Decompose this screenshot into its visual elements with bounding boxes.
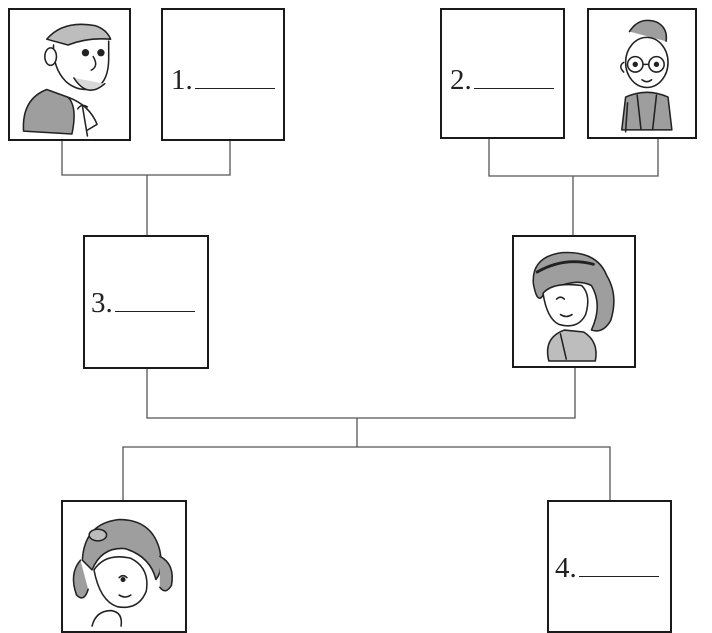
girl-with-pigtails-icon <box>63 502 185 631</box>
answer-blank-3[interactable] <box>115 285 195 312</box>
girl-with-headband-icon <box>514 237 634 366</box>
slot-3-number: 3. <box>91 287 113 319</box>
connector-pair-right <box>489 139 658 176</box>
blank-box-1: 1. <box>161 8 285 141</box>
child-picture-box <box>61 500 187 633</box>
connector-parents <box>147 368 575 418</box>
slot-1-number: 1. <box>171 64 193 96</box>
blank-box-2: 2. <box>440 8 565 139</box>
slot-2[interactable]: 2. <box>450 62 554 97</box>
old-woman-icon <box>589 10 695 137</box>
answer-blank-2[interactable] <box>474 62 554 89</box>
connector-pair-left <box>62 141 230 175</box>
blank-box-4: 4. <box>547 500 672 633</box>
grandmother-picture-box <box>587 8 697 139</box>
slot-1[interactable]: 1. <box>171 62 275 97</box>
answer-blank-1[interactable] <box>195 62 275 89</box>
connector-children <box>123 447 610 500</box>
slot-3[interactable]: 3. <box>91 285 195 320</box>
mother-picture-box <box>512 235 636 368</box>
slot-2-number: 2. <box>450 64 472 96</box>
slot-4-number: 4. <box>555 552 577 584</box>
grandfather-picture-box <box>8 8 131 141</box>
old-man-icon <box>10 10 129 139</box>
slot-4[interactable]: 4. <box>555 550 659 585</box>
answer-blank-4[interactable] <box>579 550 659 577</box>
blank-box-3: 3. <box>83 235 209 369</box>
